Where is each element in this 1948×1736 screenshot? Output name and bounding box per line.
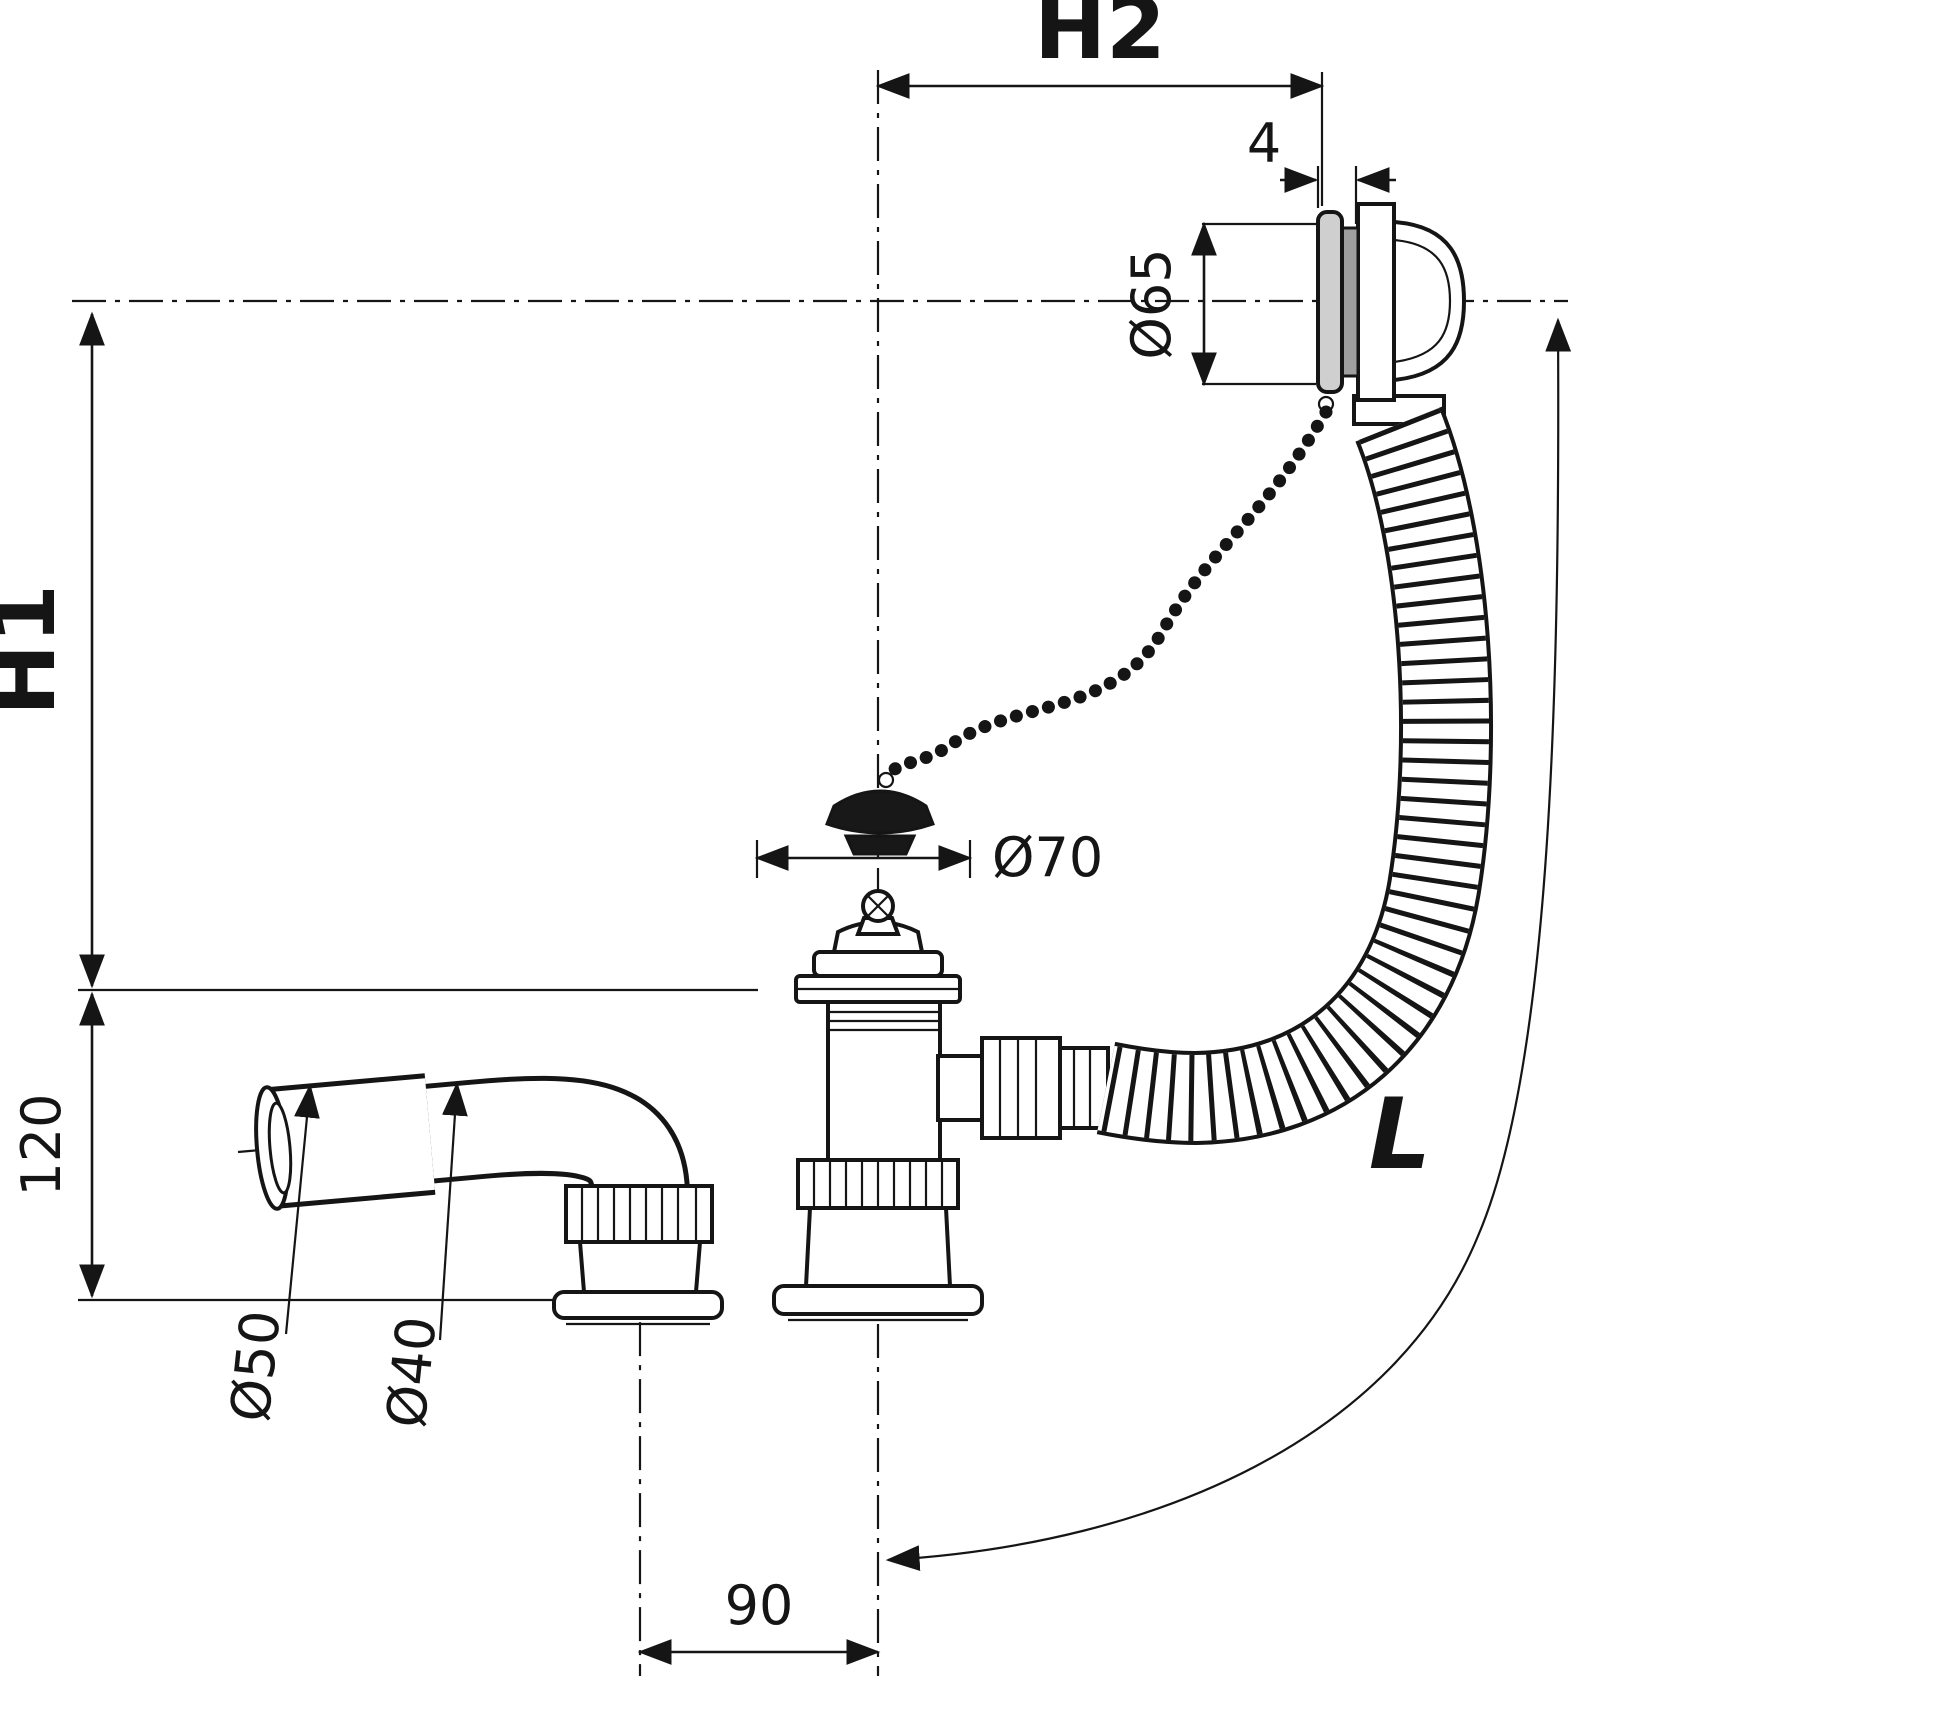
- dim-120: 120: [10, 991, 554, 1302]
- overflow-assembly: [1316, 202, 1467, 426]
- dim-outlet-spacing: 90: [637, 1574, 881, 1665]
- dim-4-label: 4: [1247, 112, 1281, 175]
- dim-h2: H2: [875, 0, 1325, 206]
- dim-d70-label: Ø70: [992, 826, 1103, 889]
- dim-90-label: 90: [725, 1574, 794, 1637]
- dim-d65-label: Ø65: [1120, 248, 1183, 359]
- waste-strainer: [794, 889, 962, 1004]
- corrugated-hose: [1096, 406, 1494, 1146]
- dim-d40-label: Ø40: [374, 1313, 448, 1430]
- rubber-plug: [825, 771, 935, 856]
- dim-h2-label: H2: [1034, 0, 1166, 79]
- dim-d50-label: Ø50: [218, 1307, 292, 1424]
- dim-120-label: 120: [10, 1093, 73, 1196]
- outlet-pipe: [254, 1073, 690, 1211]
- plug-chain: [881, 405, 1333, 783]
- dim-h1-label: H1: [0, 584, 75, 716]
- left-trap-body: [552, 1184, 724, 1326]
- dim-plug-diameter: Ø70: [754, 826, 1103, 889]
- dim-l-label: L: [1369, 1078, 1431, 1192]
- siphon-body: [772, 1000, 1110, 1322]
- dim-h1: H1: [0, 311, 758, 992]
- dim-flange-thickness: 4: [1247, 112, 1396, 224]
- dim-outlet-diameters: Ø50 Ø40: [218, 1081, 468, 1431]
- dim-overflow-diameter: Ø65: [1120, 221, 1316, 387]
- dim-hose-length: L: [885, 317, 1572, 1572]
